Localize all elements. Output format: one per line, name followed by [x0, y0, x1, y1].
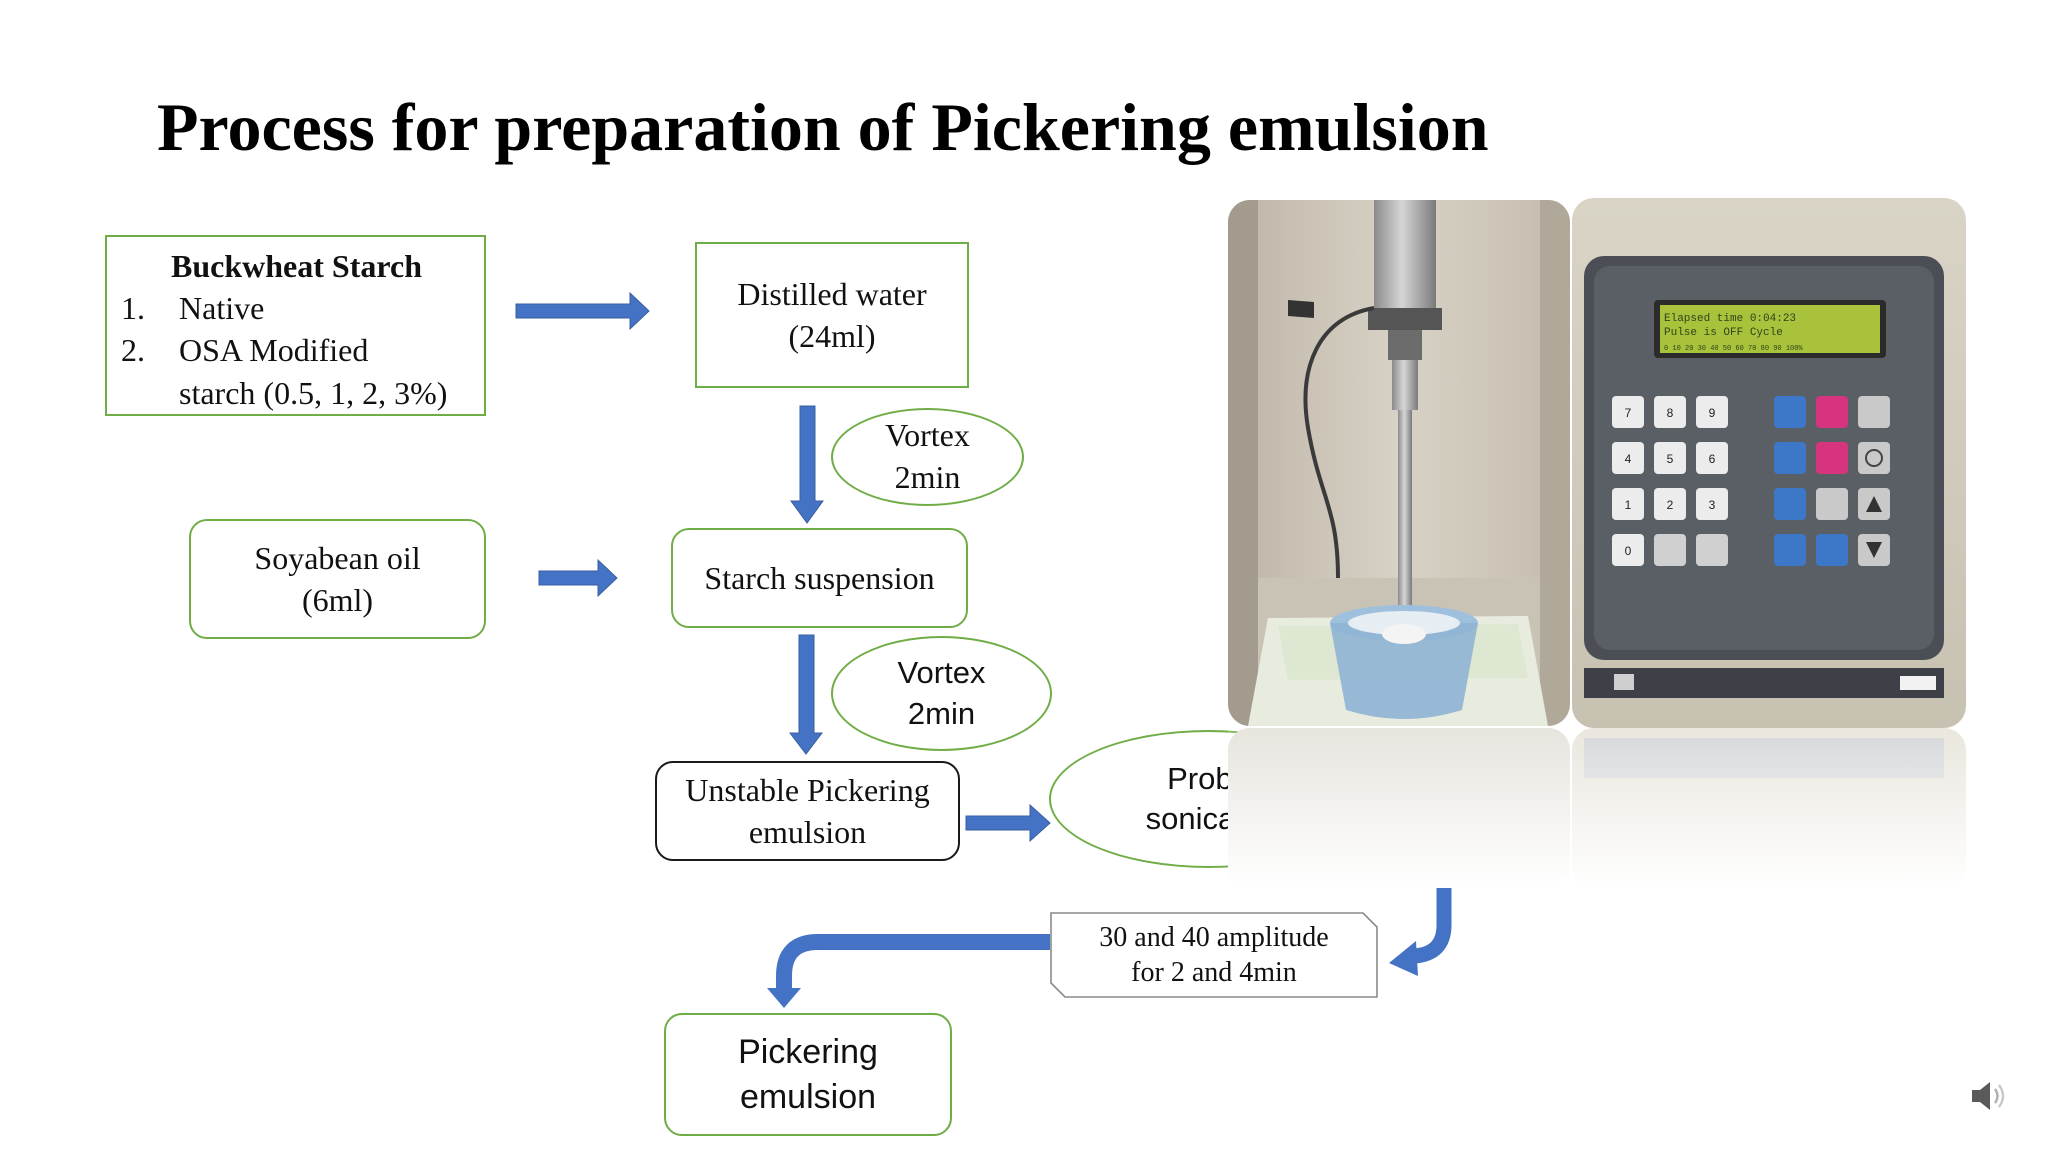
keypad-key: [1654, 534, 1686, 566]
keypad: 7 8 9 4 5 6 1 2 3 0: [1612, 396, 1728, 566]
ellipse-line: 2min: [907, 695, 976, 731]
buckwheat-starch-box: Buckwheat Starch 1. Native 2. OSA Modifi…: [105, 235, 486, 416]
arrow-soy-to-suspension: [538, 558, 618, 598]
slide-title: Process for preparation of Pickering emu…: [157, 89, 1489, 165]
ellipse-line: 2min: [894, 459, 961, 495]
amplitude-callout: 30 and 40 amplitude for 2 and 4min: [1049, 911, 1379, 999]
box-line: Soyabean oil: [254, 539, 421, 576]
keypad-key-label: 1: [1625, 498, 1632, 512]
list-text: OSA Modified: [179, 332, 369, 369]
pickering-emulsion-box: Pickering emulsion: [664, 1013, 952, 1136]
keypad-key-label: 8: [1667, 406, 1674, 420]
keypad-key: [1612, 534, 1644, 566]
display-scale: 0 10 20 30 40 50 60 70 80 90 100%: [1664, 345, 1803, 353]
keypad-key: [1654, 396, 1686, 428]
box-line: Distilled water: [737, 275, 927, 312]
keypad-key-label: 2: [1667, 498, 1674, 512]
sonicator-photo: Elapsed time 0:04:23 Pulse is OFF Cycle …: [1228, 198, 1966, 728]
arrow-water-to-suspension: [790, 405, 824, 524]
list-item: 2. OSA Modified: [121, 329, 472, 371]
keypad-key: [1696, 488, 1728, 520]
box-line: Starch suspension: [704, 559, 935, 596]
box-line: Unstable Pickering: [685, 771, 930, 808]
list-item: 1. Native: [121, 287, 472, 329]
arrow-suspension-to-unstable: [788, 634, 824, 755]
buckwheat-starch-heading: Buckwheat Starch: [171, 248, 422, 284]
list-number: 1.: [121, 290, 145, 327]
ellipse-line: Vortex: [897, 655, 986, 691]
keypad-key: [1612, 442, 1644, 474]
keypad-key: [1654, 488, 1686, 520]
ellipse-line: Vortex: [885, 417, 970, 454]
keypad-key: [1612, 488, 1644, 520]
speaker-icon[interactable]: [1966, 1074, 2010, 1118]
keypad-key: [1696, 442, 1728, 474]
soyabean-oil-box: Soyabean oil (6ml): [189, 519, 486, 639]
arrow-unstable-to-probe: [965, 803, 1051, 843]
vortex-ellipse-2: Vortex 2min: [831, 636, 1052, 751]
list-number: 2.: [121, 332, 145, 369]
box-line: emulsion: [748, 814, 867, 850]
keypad-key-label: 6: [1709, 452, 1716, 466]
arrow-amplitude-to-final: [767, 988, 801, 1008]
keypad-key-label: 5: [1667, 452, 1674, 466]
keypad-key: [1654, 442, 1686, 474]
display-line-1: Elapsed time 0:04:23: [1664, 313, 1796, 325]
list-text: Native: [179, 290, 265, 327]
keypad-key-label: 4: [1625, 452, 1632, 466]
box-line: (24ml): [788, 318, 876, 354]
arrow-starch-to-water: [515, 291, 650, 331]
callout-line: for 2 and 4min: [1131, 957, 1297, 988]
distilled-water-box: Distilled water (24ml): [695, 242, 969, 388]
probe-enclosure: [1228, 200, 1570, 726]
box-line: emulsion: [739, 1077, 877, 1116]
control-unit: Elapsed time 0:04:23 Pulse is OFF Cycle …: [1572, 198, 1966, 728]
keypad-key: [1612, 396, 1644, 428]
callout-line: 30 and 40 amplitude: [1099, 922, 1329, 953]
unstable-pickering-box: Unstable Pickering emulsion: [655, 761, 960, 861]
vortex-ellipse-1: Vortex 2min: [831, 408, 1024, 506]
keypad-key-label: 0: [1625, 544, 1632, 558]
keypad-key-label: 3: [1709, 498, 1716, 512]
callout-shape: [1050, 912, 1378, 998]
box-line: (6ml): [301, 582, 374, 618]
keypad-key: [1696, 534, 1728, 566]
starch-suspension-box: Starch suspension: [671, 528, 968, 628]
display-line-2: Pulse is OFF Cycle: [1664, 327, 1783, 339]
keypad-key: [1696, 396, 1728, 428]
list-continuation: starch (0.5, 1, 2, 3%): [179, 374, 448, 411]
photo-reflection: [1228, 728, 1968, 888]
keypad-key-label: 9: [1709, 406, 1716, 420]
box-line: Pickering: [738, 1032, 878, 1071]
keypad-key-label: 7: [1625, 406, 1632, 420]
